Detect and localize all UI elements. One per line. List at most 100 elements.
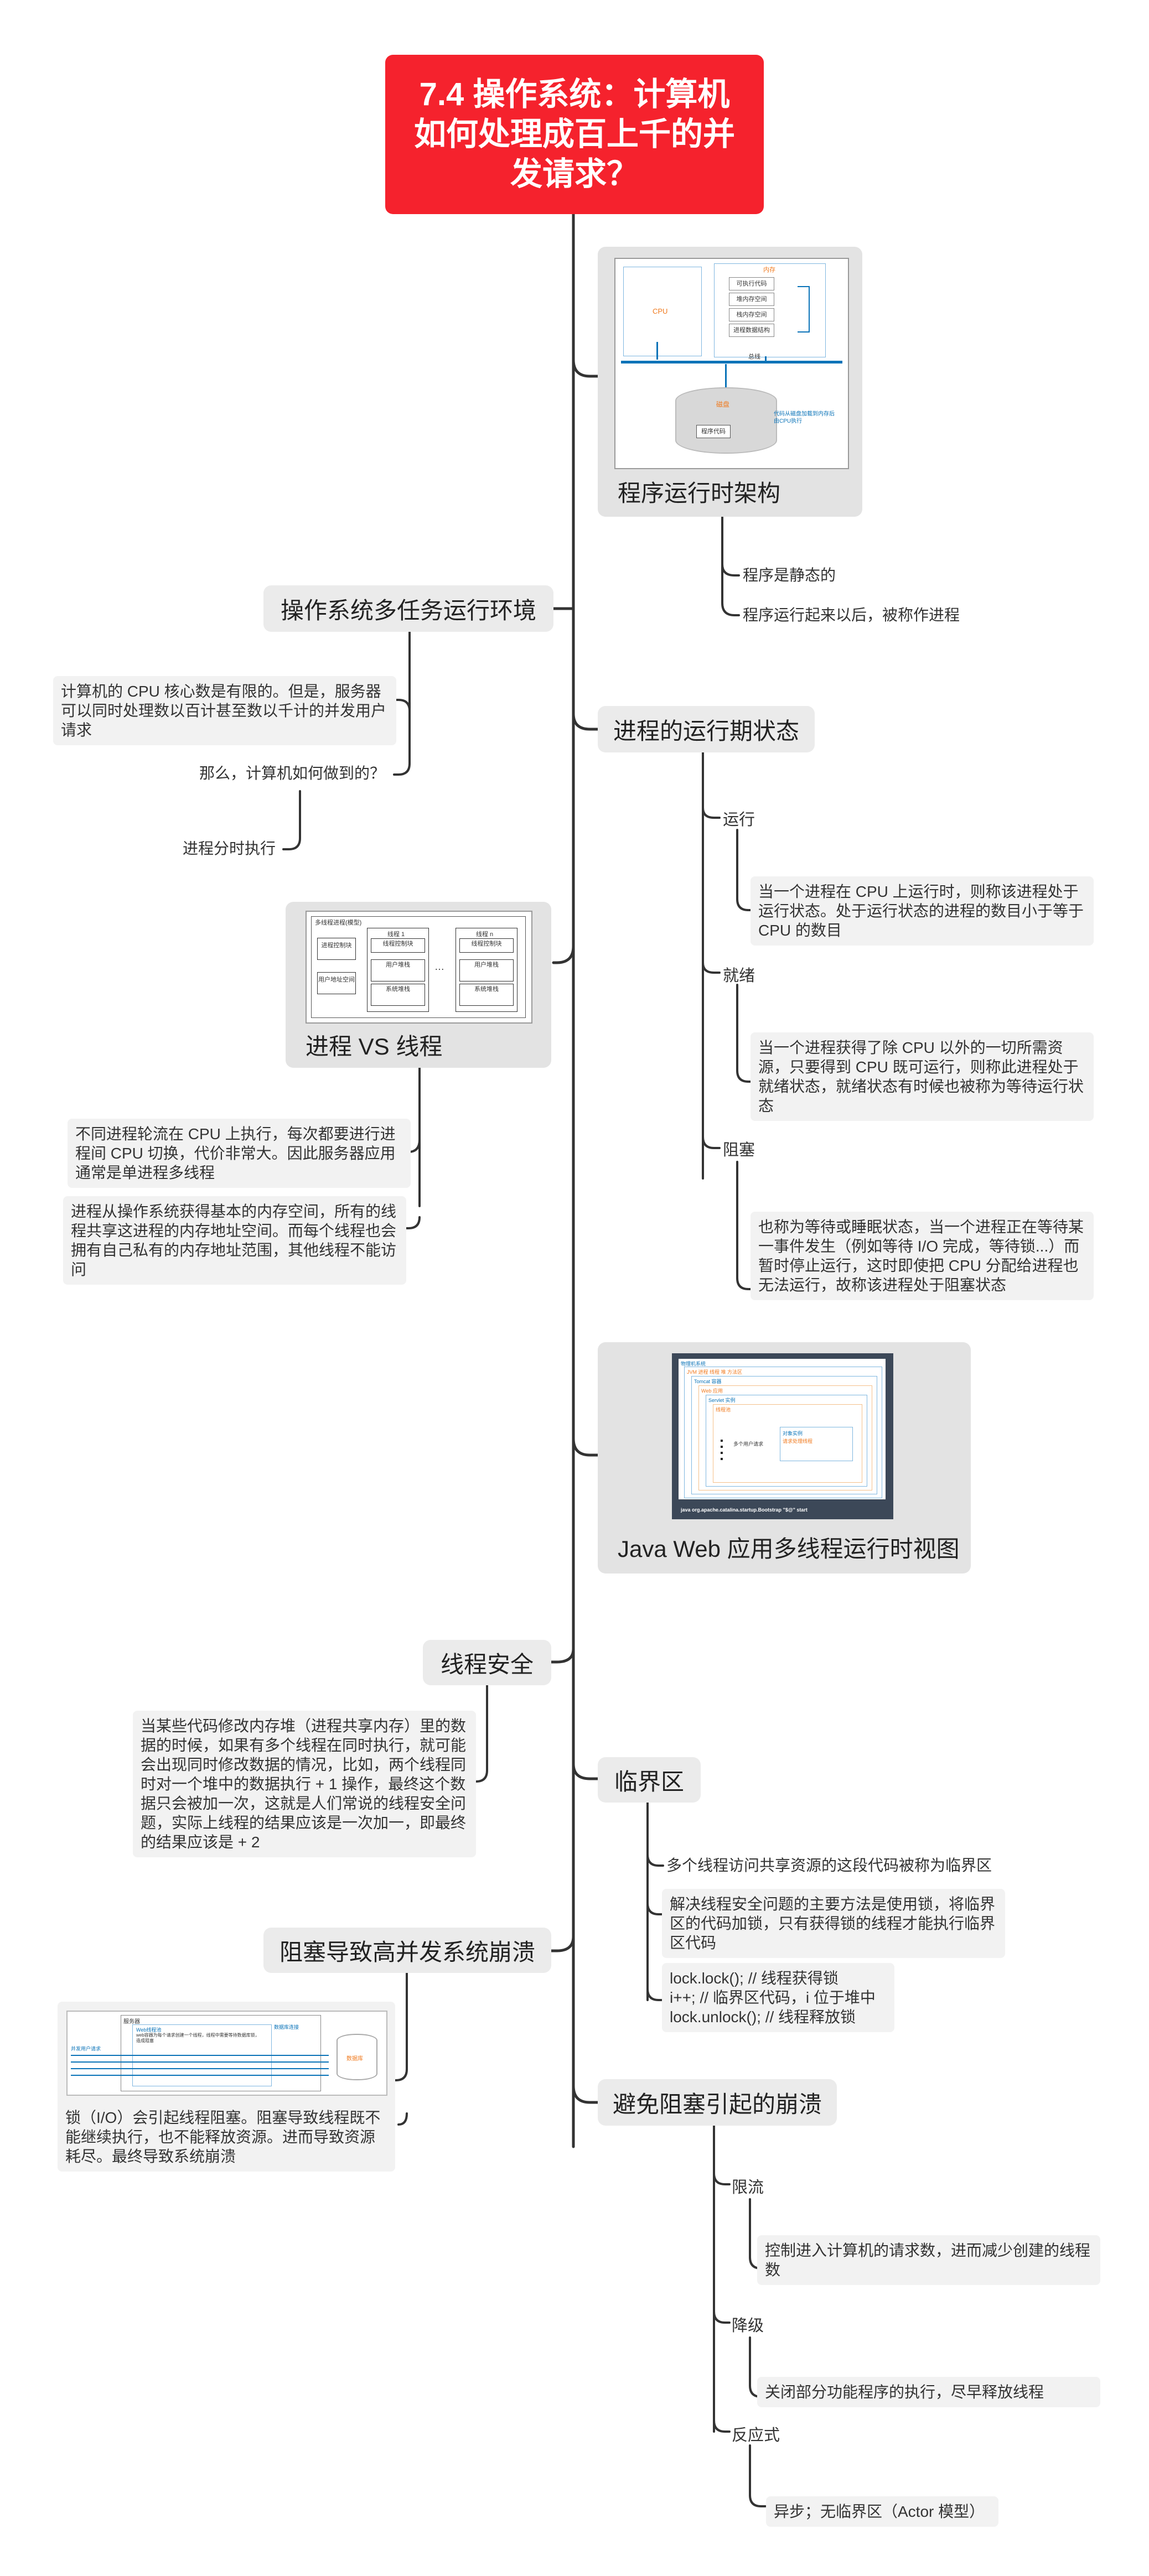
leaf-reactive-desc[interactable]: 异步；无临界区（Actor 模型） (766, 2496, 998, 2527)
objects-box: 对象实例 请求处理线程 (780, 1427, 853, 1461)
topic-runtime-arch[interactable]: CPU 内存 可执行代码 堆内存空间 栈内存空间 进程数据结构 总线 磁盘 程序… (598, 247, 862, 517)
cpu-box: CPU (623, 267, 702, 356)
bc-pool-label: Web线程池 (136, 2027, 162, 2033)
mt-threadn: 线程 n 线程控制块 用户堆栈 系统堆栈 (456, 928, 517, 1012)
bc-conn: 数据库连接 (274, 2024, 299, 2030)
block-crash-figure: 服务器 Web线程池 web容器为每个请求创建一个线程，线程中需要等待数据库锁，… (66, 2011, 387, 2096)
thread-dots: ▪▪▪▪ (720, 1436, 723, 1464)
memory-label: 内存 (763, 267, 775, 273)
fig-layer-servlet: Servlet 实例 (708, 1398, 736, 1403)
mt-uaddr: 用户地址空间 (317, 972, 356, 994)
leaf-degrade-desc[interactable]: 关闭部分功能程序的执行，尽早释放线程 (757, 2377, 1100, 2407)
mem-bus-link (765, 356, 767, 362)
bc-flow-2 (71, 2061, 329, 2063)
webapp-box: Web 应用 Servlet 实例 线程池 ▪▪▪▪ 多个用户请求 对象实例 请… (698, 1385, 872, 1490)
leaf-static-program[interactable]: 程序是静态的 (743, 567, 836, 584)
topic-process-state[interactable]: 进程的运行期状态 (598, 706, 815, 752)
leaf-blocking-desc[interactable]: 锁（I/O）会引起线程阻塞。阻塞导致线程既不能继续执行，也不能释放资源。进而导致… (58, 2102, 395, 2172)
proc-thread-label: 进程 VS 线程 (306, 1033, 443, 1060)
runtime-arch-label: 程序运行时架构 (618, 480, 781, 506)
block-crash-figure-wrap: 服务器 Web线程池 web容器为每个请求创建一个线程，线程中需要等待数据库锁，… (58, 2002, 395, 2120)
leaf-critical-def[interactable]: 多个线程访问共享资源的这段代码被称为临界区 (666, 1857, 992, 1874)
bc-users: 并发用户请求 (71, 2046, 101, 2052)
title-line-3: 发请求？ (510, 156, 639, 192)
cpu-label: CPU (653, 307, 668, 315)
disk-label: 磁盘 (716, 401, 730, 408)
leaf-process-switch[interactable]: 不同进程轮流在 CPU 上执行，每次都要进行进程间 CPU 切换，代价非常大。因… (68, 1119, 411, 1188)
state-ready[interactable]: 就绪 (723, 967, 755, 985)
fig-canvas: 物理机系统 JVM 进程 线程 堆 方法区 Tomcat 容器 Web 应用 S… (679, 1359, 886, 1499)
mt-kstack: 系统堆栈 (371, 984, 425, 1006)
figure-note: 代码从磁盘加载到内存后由CPU执行 (774, 411, 835, 424)
fig-layer-physical: 物理机系统 (681, 1361, 706, 1367)
fig-layer-objects: 对象实例 (783, 1431, 803, 1436)
bc-db-label: 数据库 (346, 2056, 363, 2062)
item-reactive[interactable]: 反应式 (732, 2427, 780, 2444)
fig-layer-requests: 多个用户请求 (733, 1441, 764, 1447)
bus-label: 总线 (748, 354, 760, 360)
fig-layer-pool: 线程池 (716, 1407, 731, 1412)
leaf-blocked-desc[interactable]: 也称为等待或睡眠状态，当一个进程正在等待某一事件发生（例如等待 I/O 完成，等… (751, 1212, 1094, 1300)
state-blocked[interactable]: 阻塞 (723, 1141, 755, 1159)
leaf-rate-limit-desc[interactable]: 控制进入计算机的请求数，进而减少创建的线程数 (757, 2235, 1100, 2285)
servlet-box: Servlet 实例 线程池 ▪▪▪▪ 多个用户请求 对象实例 请求处理线程 (706, 1395, 867, 1487)
central-topic[interactable]: 7.4 操作系统：计算机 如何处理成百上千的并 发请求？ (385, 55, 764, 214)
code-line: lock.lock(); // 线程获得锁 (670, 1970, 839, 1987)
memory-box: 内存 可执行代码 堆内存空间 栈内存空间 进程数据结构 (714, 263, 826, 357)
fig-layer-webapp: Web 应用 (701, 1388, 723, 1394)
mt-thread1-label: 线程 1 (387, 931, 405, 938)
cpu-bus-link (656, 342, 658, 360)
mt-tcb: 线程控制块 (459, 938, 514, 953)
java-web-figure: 物理机系统 JVM 进程 线程 堆 方法区 Tomcat 容器 Web 应用 S… (672, 1353, 893, 1519)
mt-kstack: 系统堆栈 (459, 984, 514, 1006)
mt-ustack: 用户堆栈 (459, 959, 514, 981)
topic-blocking-crash[interactable]: 阻塞导致高并发系统崩溃 (263, 1928, 551, 1973)
bc-flow-3 (71, 2068, 329, 2069)
item-rate-limit[interactable]: 限流 (732, 2179, 764, 2196)
mem-row: 堆内存空间 (729, 293, 774, 306)
topic-multitask[interactable]: 操作系统多任务运行环境 (263, 585, 553, 632)
runtime-arch-figure: CPU 内存 可执行代码 堆内存空间 栈内存空间 进程数据结构 总线 磁盘 程序… (614, 258, 849, 469)
title-line-1: 7.4 操作系统：计算机 (419, 76, 730, 112)
leaf-critical-lock[interactable]: 解决线程安全问题的主要方法是使用锁，将临界区的代码加锁，只有获得锁的线程才能执行… (662, 1889, 1005, 1958)
item-degrade[interactable]: 降级 (732, 2317, 764, 2335)
code-line: i++; // 临界区代码，i 位于堆中 (670, 1989, 876, 2006)
mt-title: 多线程进程(模型) (315, 920, 362, 926)
leaf-ready-desc[interactable]: 当一个进程获得了除 CPU 以外的一切所需资源，只要得到 CPU 既可运行，则称… (751, 1032, 1094, 1121)
title-line-2: 如何处理成百上千的并 (413, 116, 735, 152)
code-line: lock.unlock(); // 线程释放锁 (670, 2008, 856, 2026)
leaf-process-defined[interactable]: 程序运行起来以后，被称作进程 (743, 606, 960, 624)
leaf-thread-safety-desc[interactable]: 当某些代码修改内存堆（进程共享内存）里的数据的时候，如果有多个线程在同时执行，就… (133, 1711, 476, 1857)
tomcat-box: Tomcat 容器 Web 应用 Servlet 实例 线程池 ▪▪▪▪ 多个用… (691, 1376, 877, 1494)
bc-server: 服务器 Web线程池 web容器为每个请求创建一个线程，线程中需要等待数据库锁，… (121, 2015, 321, 2091)
disk-bus-link (725, 364, 727, 388)
leaf-multitask-question[interactable]: 那么，计算机如何做到的？ (199, 765, 386, 782)
leaf-critical-code[interactable]: lock.lock(); // 线程获得锁 i++; // 临界区代码，i 位于… (662, 1963, 894, 2032)
fig-layer-thread: 请求处理线程 (783, 1438, 813, 1444)
leaf-multitask-cpu[interactable]: 计算机的 CPU 核心数是有限的。但是，服务器可以同时处理数以百计甚至数以千计的… (53, 676, 396, 745)
disk-cylinder: 磁盘 程序代码 (675, 387, 777, 454)
leaf-running-desc[interactable]: 当一个进程在 CPU 上运行时，则称该进程处于运行状态。处于运行状态的进程的数目… (751, 876, 1094, 946)
leaf-multitask-answer[interactable]: 进程分时执行 (183, 840, 276, 857)
mt-ellipsis: … (434, 961, 444, 972)
state-running[interactable]: 运行 (723, 811, 755, 829)
mem-row: 栈内存空间 (729, 308, 774, 321)
topic-critical-section[interactable]: 临界区 (598, 1757, 701, 1803)
pool-box: 线程池 ▪▪▪▪ 多个用户请求 对象实例 请求处理线程 (713, 1404, 862, 1483)
topic-avoid-blocking[interactable]: 避免阻塞引起的崩溃 (598, 2079, 837, 2126)
topic-thread-safety[interactable]: 线程安全 (423, 1640, 551, 1685)
leaf-thread-memory[interactable]: 进程从操作系统获得基本的内存空间，所有的线程共享这进程的内存地址空间。而每个线程… (63, 1196, 406, 1285)
bc-flow-1 (71, 2055, 329, 2056)
mt-ustack: 用户堆栈 (371, 959, 425, 981)
mt-thread1: 线程 1 线程控制块 用户堆栈 系统堆栈 (367, 928, 429, 1012)
topic-java-web[interactable]: 物理机系统 JVM 进程 线程 堆 方法区 Tomcat 容器 Web 应用 S… (598, 1342, 971, 1573)
load-arrow (798, 286, 810, 333)
fig-layer-tomcat: Tomcat 容器 (694, 1379, 722, 1384)
fig-command: java org.apache.catalina.startup.Bootstr… (681, 1507, 808, 1513)
fig-layer-jvm: JVM 进程 线程 堆 方法区 (687, 1369, 743, 1375)
bc-server-label: 服务器 (123, 2019, 140, 2025)
mem-row: 进程数据结构 (729, 324, 774, 337)
bc-flow-4 (71, 2075, 329, 2076)
topic-process-vs-thread[interactable]: 多线程进程(模型) 进程控制块 用户地址空间 线程 1 线程控制块 用户堆栈 系… (286, 902, 551, 1068)
